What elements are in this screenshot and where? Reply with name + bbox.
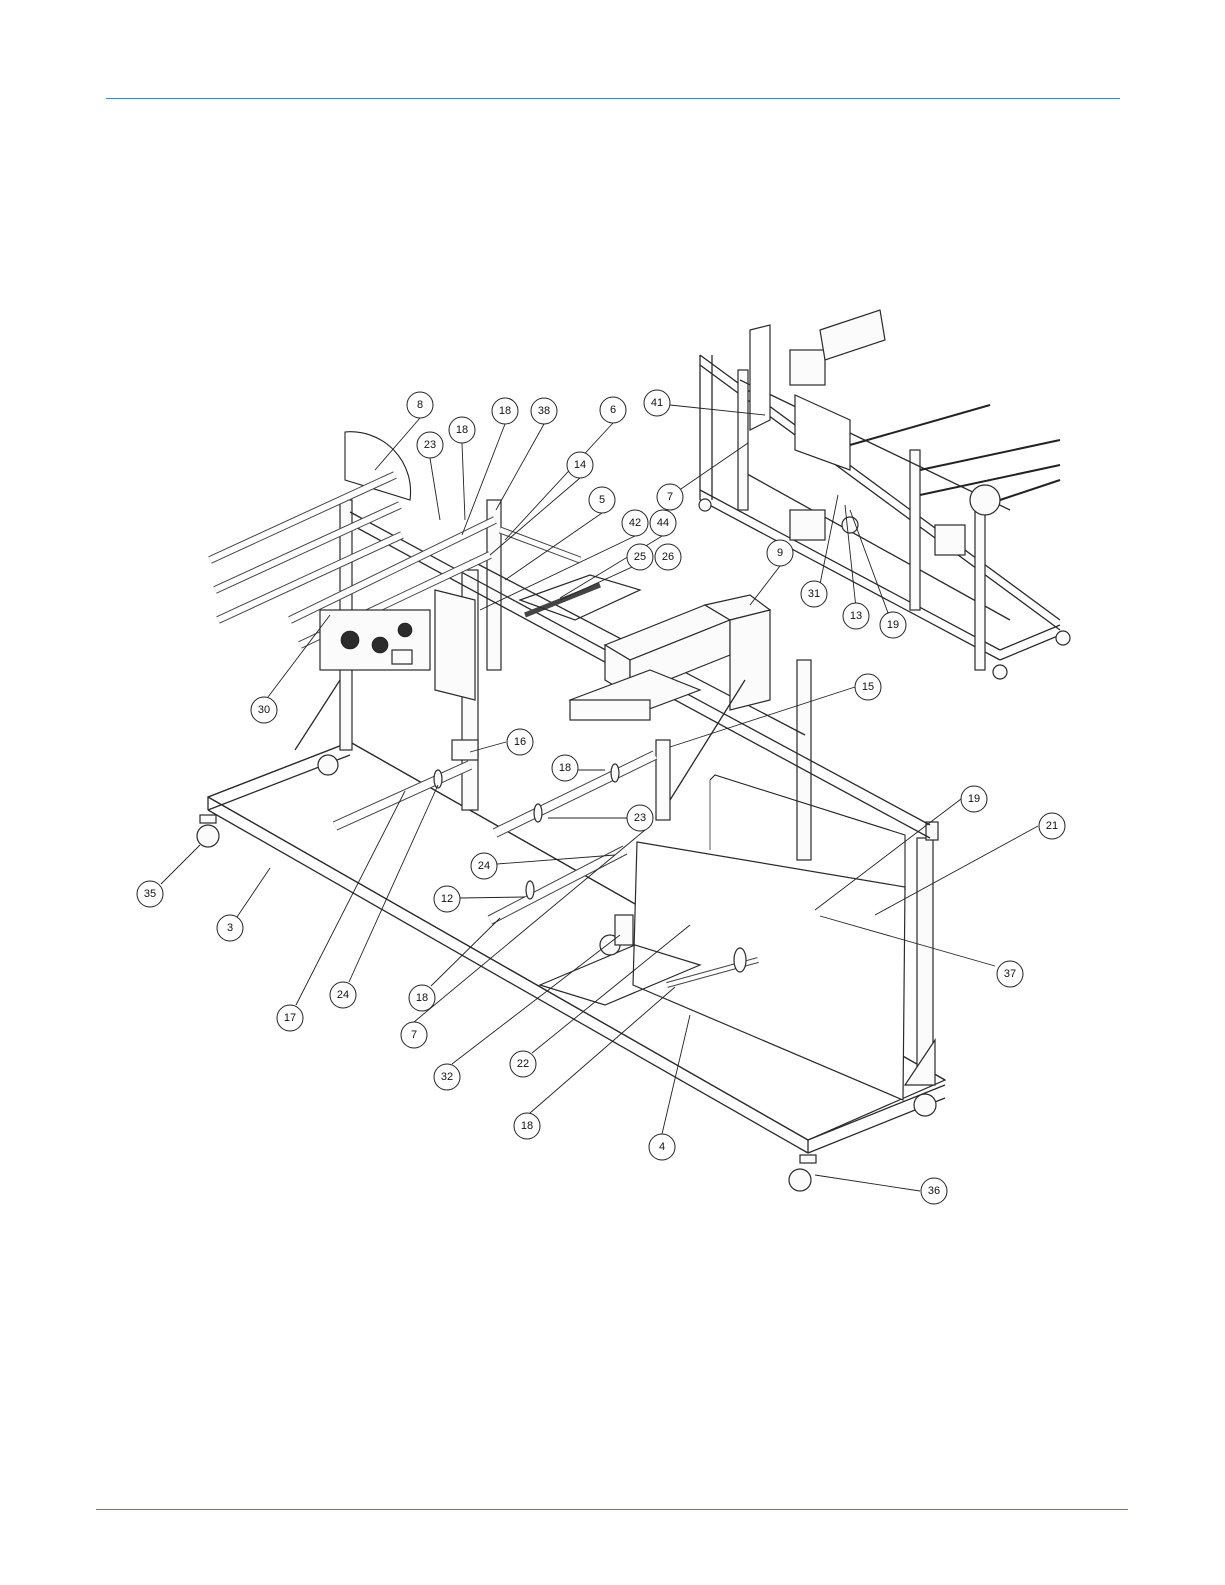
callout-6: 6 [600, 397, 626, 423]
svg-text:23: 23 [634, 812, 646, 824]
callout-18: 18 [492, 398, 518, 424]
svg-text:7: 7 [411, 1029, 417, 1041]
callout-30: 30 [251, 697, 277, 723]
callout-37: 37 [997, 961, 1023, 987]
svg-text:17: 17 [284, 1012, 296, 1024]
callout-14: 14 [567, 452, 593, 478]
callout-31: 31 [801, 581, 827, 607]
callout-35: 35 [137, 881, 163, 907]
svg-text:14: 14 [574, 459, 586, 471]
callout-44: 44 [650, 510, 676, 536]
svg-text:13: 13 [850, 610, 862, 622]
svg-text:19: 19 [968, 793, 980, 805]
callout-23: 23 [627, 805, 653, 831]
svg-text:23: 23 [424, 439, 436, 451]
svg-text:18: 18 [521, 1120, 533, 1132]
callout-23: 23 [417, 432, 443, 458]
callout-19: 19 [880, 612, 906, 638]
svg-text:24: 24 [337, 989, 349, 1001]
callout-25: 25 [627, 544, 653, 570]
svg-text:18: 18 [456, 424, 468, 436]
svg-text:3: 3 [227, 922, 233, 934]
caster-front-left [197, 815, 219, 847]
svg-text:12: 12 [441, 893, 453, 905]
callout-17: 17 [277, 1005, 303, 1031]
callout-32: 32 [434, 1064, 460, 1090]
svg-text:15: 15 [862, 681, 874, 693]
caster-rear-left [318, 755, 338, 775]
svg-text:44: 44 [657, 517, 669, 529]
svg-text:8: 8 [417, 399, 423, 411]
callout-22: 22 [510, 1051, 536, 1077]
svg-text:7: 7 [667, 491, 673, 503]
svg-text:35: 35 [144, 888, 156, 900]
callout-8: 8 [407, 392, 433, 418]
svg-text:21: 21 [1046, 820, 1058, 832]
svg-text:31: 31 [808, 588, 820, 600]
callout-18: 18 [514, 1113, 540, 1139]
callout-24: 24 [471, 853, 497, 879]
callout-3: 3 [217, 915, 243, 941]
callout-5: 5 [589, 487, 615, 513]
svg-text:6: 6 [610, 404, 616, 416]
callout-7: 7 [657, 484, 683, 510]
caster-rear-right [914, 1094, 936, 1116]
svg-text:18: 18 [416, 992, 428, 1004]
callout-16: 16 [507, 729, 533, 755]
guard-panel [633, 842, 905, 1100]
sealer-housing [570, 595, 770, 720]
callout-36: 36 [921, 1178, 947, 1204]
svg-text:42: 42 [629, 517, 641, 529]
svg-text:38: 38 [538, 405, 550, 417]
callout-18: 18 [409, 985, 435, 1011]
callout-13: 13 [843, 603, 869, 629]
svg-text:26: 26 [662, 551, 674, 563]
svg-text:4: 4 [659, 1141, 665, 1153]
lower-rollers [335, 755, 655, 920]
callout-21: 21 [1039, 813, 1065, 839]
svg-text:24: 24 [478, 860, 490, 872]
callout-9: 9 [767, 540, 793, 566]
caster-front-right [789, 1155, 816, 1191]
svg-text:5: 5 [599, 494, 605, 506]
callout-18: 18 [449, 417, 475, 443]
svg-text:18: 18 [559, 762, 571, 774]
svg-text:36: 36 [928, 1185, 940, 1197]
callout-19: 19 [961, 786, 987, 812]
callout-26: 26 [655, 544, 681, 570]
svg-text:18: 18 [499, 405, 511, 417]
callout-12: 12 [434, 886, 460, 912]
callout-18: 18 [552, 755, 578, 781]
callout-4: 4 [649, 1134, 675, 1160]
callout-24: 24 [330, 982, 356, 1008]
svg-text:16: 16 [514, 736, 526, 748]
svg-text:25: 25 [634, 551, 646, 563]
svg-text:19: 19 [887, 619, 899, 631]
drive-gearbox [320, 610, 430, 670]
callout-42: 42 [622, 510, 648, 536]
svg-text:32: 32 [441, 1071, 453, 1083]
svg-text:9: 9 [777, 547, 783, 559]
callout-7: 7 [401, 1022, 427, 1048]
svg-text:41: 41 [651, 397, 663, 409]
callout-41: 41 [644, 390, 670, 416]
svg-text:22: 22 [517, 1058, 529, 1070]
callout-15: 15 [855, 674, 881, 700]
callout-38: 38 [531, 398, 557, 424]
svg-text:30: 30 [258, 704, 270, 716]
svg-text:37: 37 [1004, 968, 1016, 980]
